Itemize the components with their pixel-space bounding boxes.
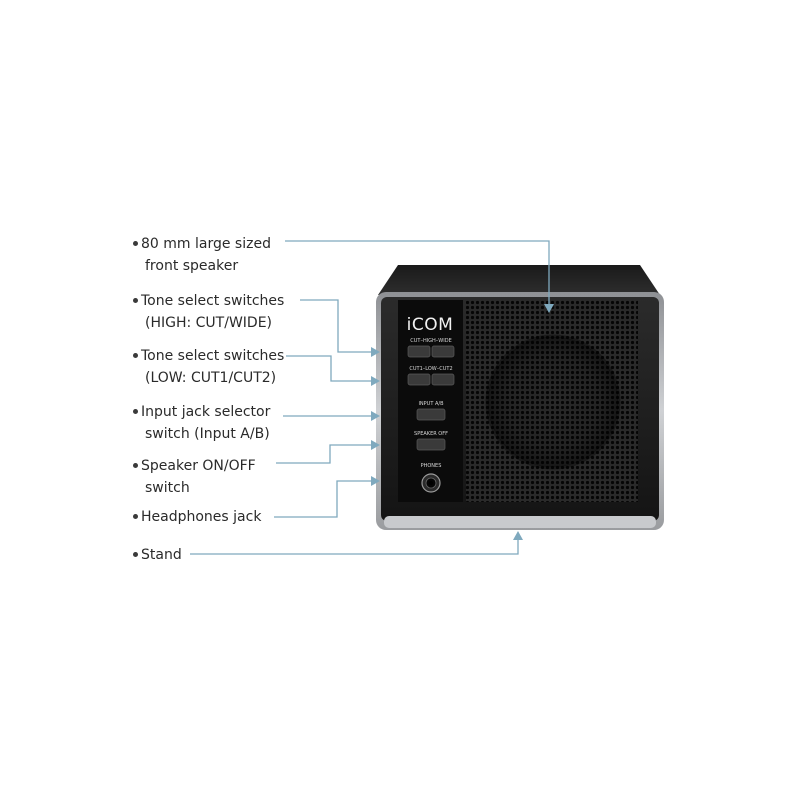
bullet-icon <box>133 240 138 246</box>
callout-line1: Tone select switches <box>141 348 285 364</box>
speaker-cone <box>488 337 618 467</box>
low-switch-label: CUT1–LOW–CUT2 <box>409 366 452 372</box>
input-switch-label: INPUT A/B <box>418 401 444 407</box>
bullet-icon <box>133 462 138 468</box>
cabinet-top <box>378 265 660 295</box>
arrowheads <box>371 304 554 540</box>
brand-logo: iCOM <box>407 315 454 335</box>
speaker-onoff-switch[interactable] <box>416 438 446 451</box>
arrow-icon <box>371 476 380 486</box>
callout-tone-high: Tone select switches (HIGH: CUT/WIDE) <box>133 290 284 334</box>
tone-low-switch[interactable] <box>407 373 455 386</box>
callout-line2: (HIGH: CUT/WIDE) <box>145 315 273 331</box>
tone-high-switch[interactable] <box>407 345 455 358</box>
phones-label: PHONES <box>421 463 442 469</box>
callout-stand: Stand <box>133 544 182 566</box>
callout-headphones-jack: Headphones jack <box>133 506 261 528</box>
callout-input-selector: Input jack selector switch (Input A/B) <box>133 401 270 445</box>
input-selector-switch[interactable] <box>416 408 446 421</box>
bullet-icon <box>133 352 138 358</box>
arrow-icon <box>513 531 523 540</box>
callout-line2: (LOW: CUT1/CUT2) <box>145 370 277 386</box>
leader-tone-low <box>286 355 372 382</box>
speaker-off-label: SPEAKER OFF <box>414 431 448 437</box>
leader-stand <box>190 538 519 555</box>
callout-line2: front speaker <box>145 258 239 274</box>
callout-line1: Speaker ON/OFF <box>141 458 256 474</box>
arrow-icon <box>371 347 380 357</box>
high-switch-label: CUT–HIGH–WIDE <box>410 338 452 344</box>
callout-speaker-switch: Speaker ON/OFF switch <box>133 455 256 499</box>
callout-line1: Tone select switches <box>141 293 285 309</box>
bullet-icon <box>133 513 138 519</box>
headphones-jack[interactable] <box>421 473 441 493</box>
leader-headphones-jack <box>274 480 372 518</box>
leader-front-speaker <box>285 240 550 305</box>
callout-line2: switch <box>145 480 190 496</box>
callout-line1: Input jack selector <box>141 404 271 420</box>
leader-lines <box>190 240 550 555</box>
speaker-surround <box>485 334 621 470</box>
arrow-icon <box>544 304 554 313</box>
leader-tone-high <box>300 299 372 353</box>
bullet-icon <box>133 551 138 557</box>
control-panel <box>398 300 463 502</box>
arrow-icon <box>371 376 380 386</box>
callout-tone-low: Tone select switches (LOW: CUT1/CUT2) <box>133 345 284 389</box>
callout-line1: Headphones jack <box>141 509 262 525</box>
callout-line2: switch (Input A/B) <box>145 426 270 442</box>
callout-front-speaker: 80 mm large sized front speaker <box>133 233 271 277</box>
callout-line1: 80 mm large sized <box>141 236 271 252</box>
arrow-icon <box>371 411 380 421</box>
callout-line1: Stand <box>141 547 182 563</box>
leader-speaker-switch <box>276 444 372 464</box>
arrow-icon <box>371 440 380 450</box>
bullet-icon <box>133 297 138 303</box>
bullet-icon <box>133 408 138 414</box>
stand <box>384 516 656 528</box>
